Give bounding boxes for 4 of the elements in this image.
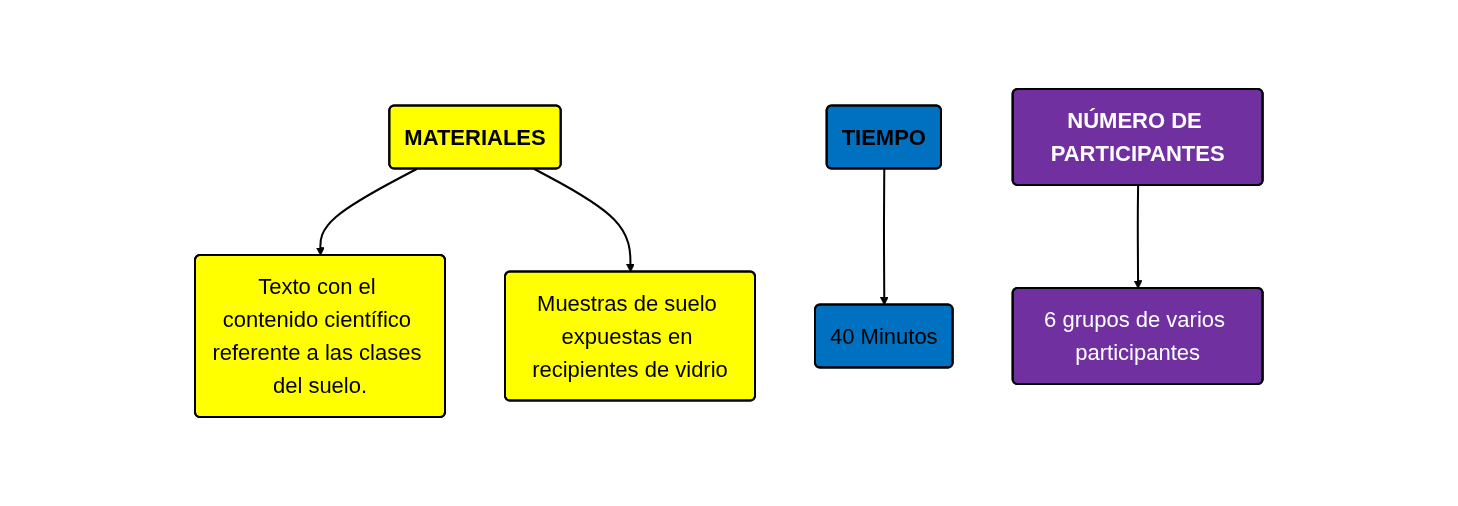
arrow <box>1133 184 1143 289</box>
arrow <box>533 168 635 273</box>
arrow <box>880 168 889 306</box>
arrow <box>316 168 418 256</box>
